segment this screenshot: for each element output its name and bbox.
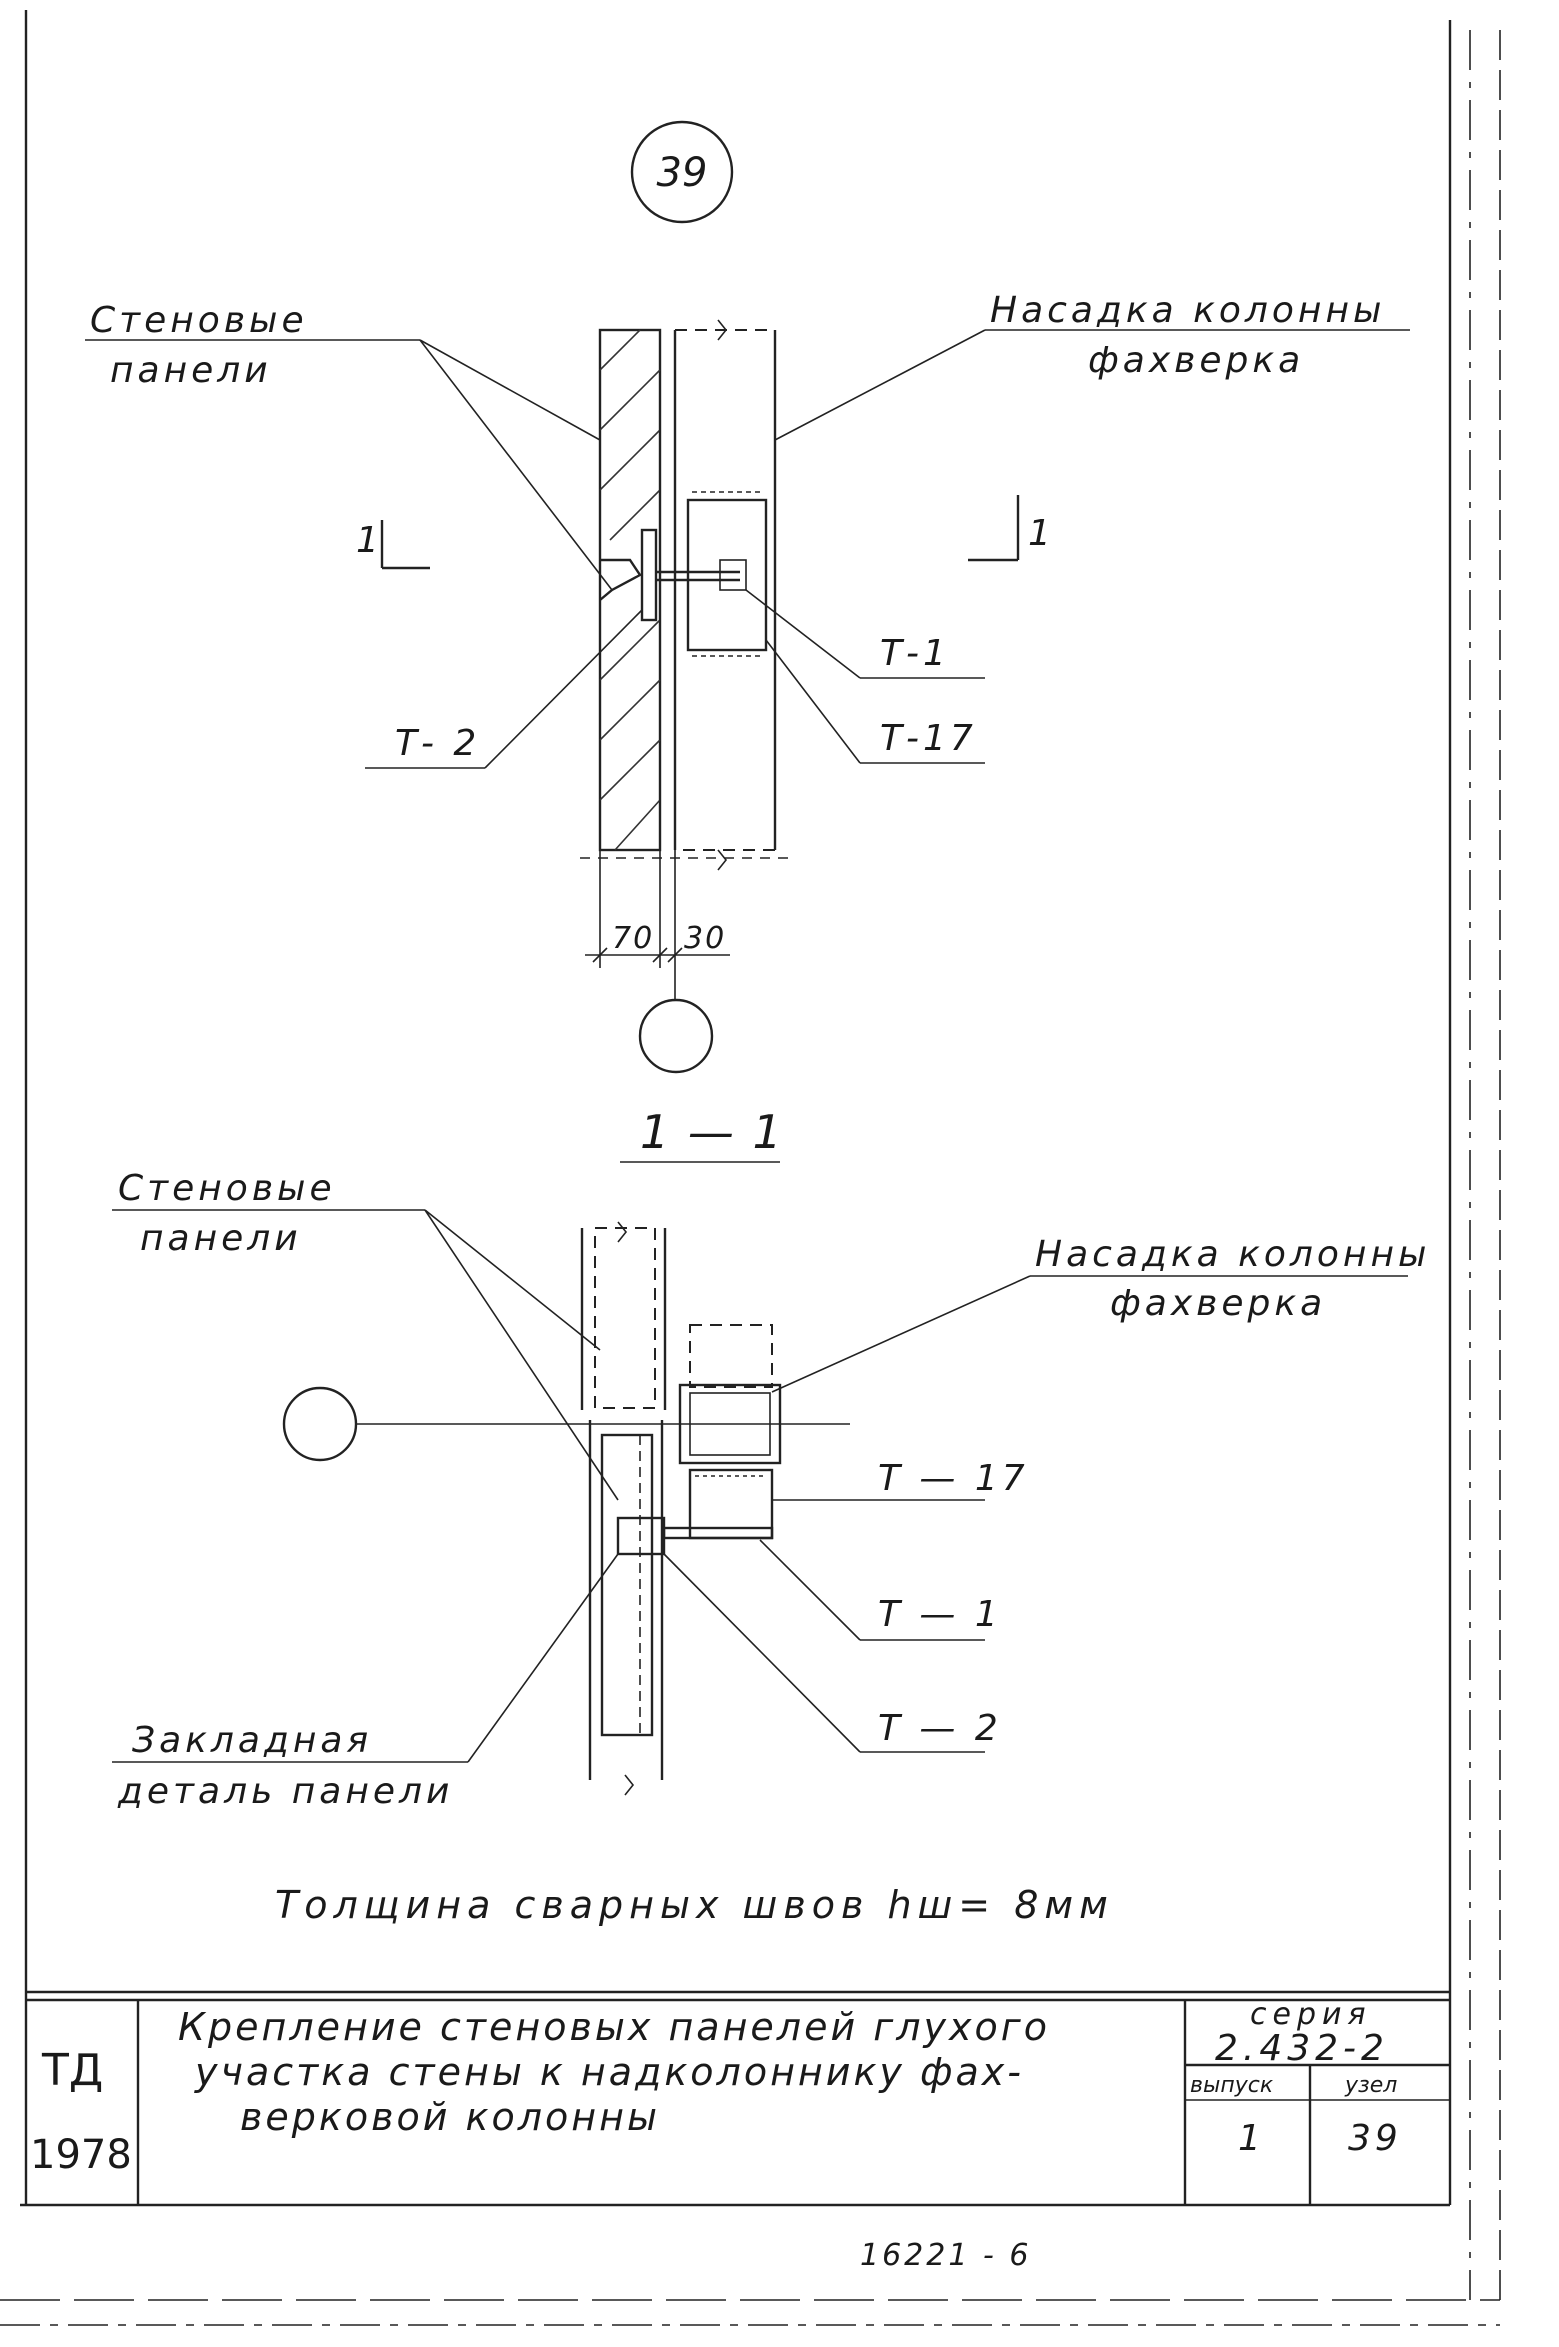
series-value: 2.432-2 — [1215, 2028, 1389, 2069]
svg-text:фахверка: фахверка — [1088, 340, 1304, 381]
year: 1978 — [30, 2132, 132, 2178]
svg-text:Закладная: Закладная — [132, 1720, 372, 1761]
weld-note: Толщина сварных швов hш= 8мм — [275, 1883, 1114, 1927]
node-value: 39 — [1348, 2118, 1402, 2159]
panel-joint — [599, 558, 642, 601]
top-view: 1 1 Стеновые панели Насадка колонны фахв… — [85, 290, 1410, 1074]
svg-text:панели: панели — [140, 1218, 302, 1259]
svg-text:1: 1 — [1028, 513, 1055, 554]
lower-panel — [600, 1433, 654, 1737]
section-view: Стеновые панели Насадка колонны фахверка… — [112, 1168, 1430, 1812]
leader-t1-top: Т-1 — [745, 589, 985, 679]
svg-text:Стеновые: Стеновые — [90, 300, 308, 341]
dim-70: 70 — [612, 921, 654, 956]
svg-text:Т — 17: Т — 17 — [878, 1458, 1029, 1499]
svg-text:Т-17: Т-17 — [880, 718, 977, 759]
series-label: серия — [1250, 1997, 1372, 2032]
plate-t17-top — [686, 498, 768, 652]
leader-t17-section: Т — 17 — [772, 1458, 1029, 1501]
title-block: ТД 1978 Крепление стеновых панелей глухо… — [26, 1990, 1450, 2205]
svg-text:Насадка колонны: Насадка колонны — [990, 290, 1385, 331]
bar-t1-section — [662, 1526, 774, 1540]
section-mark-right: 1 — [968, 495, 1055, 562]
section-title: 1 — 1 — [620, 1105, 784, 1163]
svg-text:панели: панели — [110, 350, 272, 391]
wall-panel-top — [598, 328, 662, 852]
svg-text:деталь панели: деталь панели — [117, 1771, 453, 1812]
upper-panel-dashed — [594, 1227, 656, 1409]
leader-t2-section: Т — 2 — [663, 1553, 1002, 1753]
title-line-2: участка стены к надколоннику фах- — [194, 2050, 1024, 2094]
svg-text:фахверка: фахверка — [1110, 1283, 1326, 1324]
embed-t2-section — [616, 1516, 666, 1556]
section-mark-left: 1 — [356, 520, 430, 570]
leader-column-cap-top: Насадка колонны фахверка — [774, 290, 1410, 441]
leader-wall-panels-top: Стеновые панели — [85, 300, 613, 591]
column-cap-section-dashed — [689, 1324, 773, 1388]
title-line-1: Крепление стеновых панелей глухого — [178, 2005, 1050, 2049]
axis-marker-section — [282, 1386, 358, 1462]
leader-t2-top: Т- 2 — [365, 609, 643, 769]
leader-wall-panels-section: Стеновые панели — [112, 1168, 619, 1501]
svg-text:Т — 2: Т — 2 — [878, 1708, 1002, 1749]
dimension-line: 70 30 — [585, 850, 730, 1000]
node-badge-number: 39 — [657, 150, 708, 196]
issue-label: выпуск — [1190, 2073, 1274, 2098]
svg-text:Насадка колонны: Насадка колонны — [1035, 1234, 1430, 1275]
issue-value: 1 — [1238, 2118, 1265, 2159]
org-code: ТД — [41, 2045, 103, 2096]
svg-text:Т-1: Т-1 — [880, 633, 950, 674]
sheet-number: 16221 - 6 — [860, 2238, 1031, 2273]
node-label: узел — [1344, 2073, 1397, 2098]
sheet-frame — [0, 10, 1501, 2326]
dim-30: 30 — [684, 921, 726, 956]
title-line-3: верковой колонны — [240, 2095, 660, 2139]
axis-marker-top — [638, 998, 714, 1074]
svg-text:1: 1 — [356, 520, 383, 561]
leader-embed-section: Закладная деталь панели — [112, 1553, 619, 1812]
panel-hatching — [599, 329, 661, 851]
leader-column-cap-section: Насадка колонны фахверка — [771, 1234, 1430, 1393]
node-badge: 39 — [630, 120, 734, 224]
leader-t1-section: Т — 1 — [759, 1539, 1002, 1641]
embed-t2-top — [640, 528, 658, 622]
svg-text:Т- 2: Т- 2 — [395, 723, 480, 764]
svg-text:Т — 1: Т — 1 — [878, 1594, 1002, 1635]
svg-text:Стеновые: Стеновые — [118, 1168, 336, 1209]
leader-t17-top: Т-17 — [765, 639, 985, 764]
svg-text:1 — 1: 1 — 1 — [640, 1105, 784, 1159]
